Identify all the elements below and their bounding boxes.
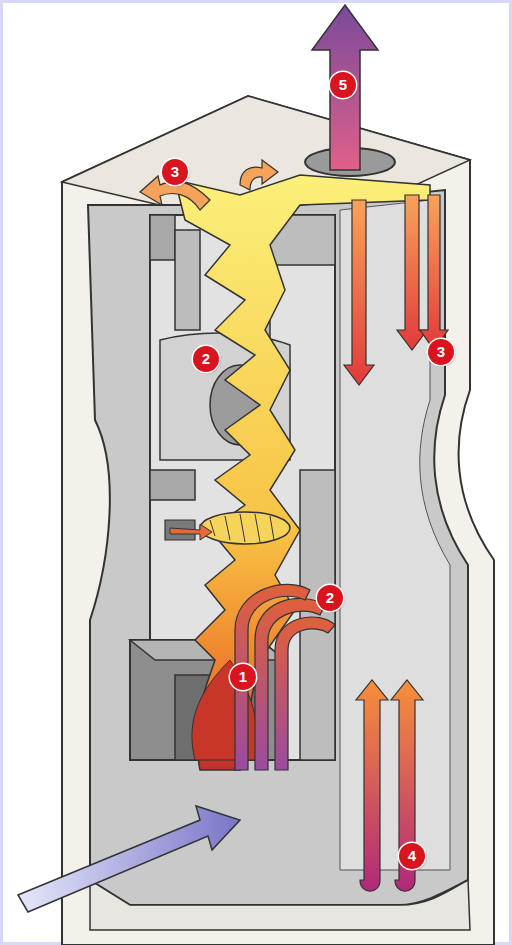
callout-number: 2 xyxy=(193,346,219,372)
callout-number: 5 xyxy=(330,72,356,98)
callout-number: 2 xyxy=(317,585,343,611)
callout-number: 3 xyxy=(162,159,188,185)
callout-number: 3 xyxy=(428,339,454,365)
callout-number: 4 xyxy=(399,843,425,869)
callout-number: 1 xyxy=(230,664,256,690)
